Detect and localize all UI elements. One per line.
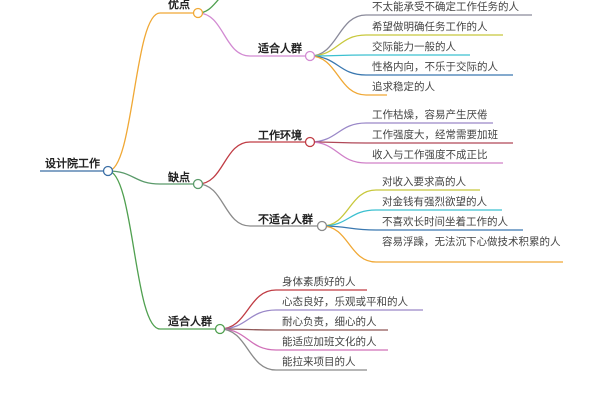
connector-leaf <box>219 328 367 371</box>
connector-leaf <box>321 189 480 227</box>
leaf[interactable]: 对收入要求高的人 <box>382 176 466 188</box>
node-work-environment[interactable]: 工作环境 <box>258 129 302 142</box>
connector-leaf <box>309 141 513 144</box>
connector-leaf <box>309 14 532 57</box>
leaf[interactable]: 身体素质好的人 <box>282 276 356 288</box>
pros-collapse-toggle[interactable] <box>192 7 204 19</box>
cons-collapse-toggle[interactable] <box>192 178 204 190</box>
suitable-collapse-toggle[interactable] <box>214 323 226 335</box>
leaf[interactable]: 希望做明确任务工作的人 <box>372 21 488 33</box>
branch-pros[interactable]: 优点 <box>168 0 190 11</box>
connector-leaf <box>321 225 563 263</box>
connector-suitable <box>107 170 216 330</box>
pros-suitable-collapse-toggle[interactable] <box>304 50 316 62</box>
work-environment-collapse-toggle[interactable] <box>304 136 316 148</box>
leaf[interactable]: 能适应加班文化的人 <box>282 336 377 348</box>
connector-cons <box>107 170 194 185</box>
leaf[interactable]: 对金钱有强烈欲望的人 <box>382 196 487 208</box>
leaf[interactable]: 容易浮躁，无法沉下心做技术积累的人 <box>382 236 561 248</box>
leaf[interactable]: 耐心负责，细心的人 <box>282 316 377 328</box>
connector-pros-suitable <box>197 12 306 57</box>
leaf[interactable]: 心态良好，乐观或平和的人 <box>282 296 408 308</box>
leaf[interactable]: 性格内向，不乐于交际的人 <box>372 61 498 73</box>
connector-leaf <box>219 309 423 330</box>
leaf[interactable]: 收入与工作强度不成正比 <box>372 149 488 161</box>
root-collapse-toggle[interactable] <box>102 165 114 177</box>
leaf[interactable]: 追求稳定的人 <box>372 81 435 93</box>
connector-unsuitable <box>197 183 318 227</box>
unsuitable-collapse-toggle[interactable] <box>316 220 328 232</box>
connector-leaf <box>321 225 523 231</box>
leaf[interactable]: 能拉来项目的人 <box>282 356 356 368</box>
connector-leaf <box>309 141 503 164</box>
connector-work-environment <box>197 141 306 185</box>
branch-suitable[interactable]: 适合人群 <box>168 315 212 328</box>
connector-leaf <box>309 55 513 76</box>
node-pros-suitable[interactable]: 适合人群 <box>258 42 302 55</box>
leaf[interactable]: 工作强度大，经常需要加班 <box>372 129 498 141</box>
connector-leaf <box>309 34 503 57</box>
leaf[interactable]: 工作枯燥，容易产生厌倦 <box>372 109 488 121</box>
connector-leaf <box>219 289 367 330</box>
connector-leaf <box>309 54 470 57</box>
connector-leaf <box>309 122 493 143</box>
connector-pros <box>107 12 194 172</box>
branch-cons[interactable]: 缺点 <box>168 171 190 184</box>
leaf[interactable]: 不太能承受不确定工作任务的人 <box>372 1 519 13</box>
node-unsuitable[interactable]: 不适合人群 <box>258 213 313 226</box>
root-node[interactable]: 设计院工作 <box>45 157 100 170</box>
connector-leaf <box>219 328 388 331</box>
connector-leaf <box>219 328 388 351</box>
leaf[interactable]: 交际能力一般的人 <box>372 41 456 53</box>
leaf[interactable]: 不喜欢长时间坐着工作的人 <box>382 216 508 228</box>
connector-leaf <box>321 209 502 227</box>
connector-leaf <box>309 55 387 96</box>
